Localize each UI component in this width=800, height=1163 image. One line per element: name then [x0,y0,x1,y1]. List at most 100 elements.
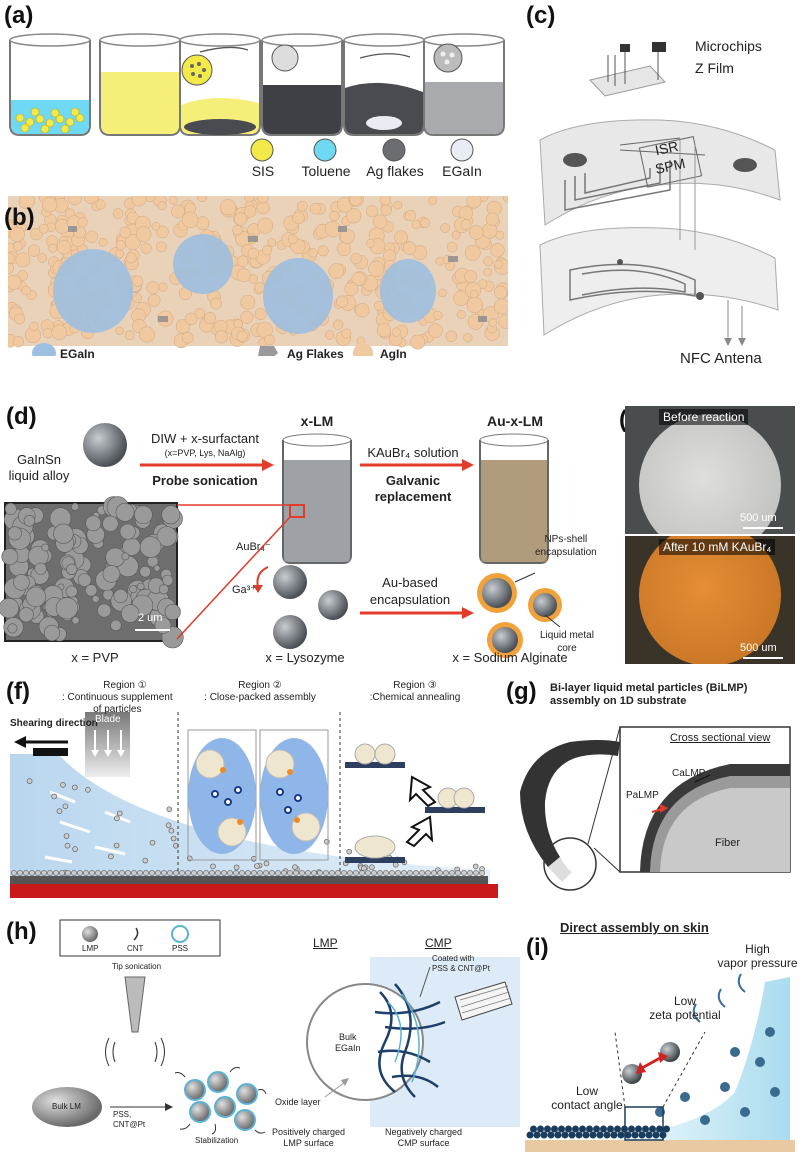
g-title: Bi-layer liquid metal particles (BiLMP) … [550,682,748,707]
step2-top-label: KAuBr₄ solution [367,445,459,460]
legend-egain-swatch [450,138,474,162]
calmp-label: CaLMP [672,768,706,779]
beaker-3 [179,33,261,136]
panel-c-label: (c) [526,2,556,29]
beaker-5 [343,33,425,136]
region2-desc: : Close-packed assembly [204,692,316,703]
legend-toluene-label: Toluene [301,163,351,179]
beaker-1 [9,33,91,136]
stabilization-label: Stabilization [195,1136,239,1145]
particle-composite-render [8,196,508,356]
legend-pss-text: PSS [172,944,189,953]
legend-egain-icon [32,343,56,356]
legend-toluene-swatch [313,138,337,162]
panel-a-label: (a) [4,2,34,29]
cross-sectional-label: Cross sectional view [670,732,771,744]
before-label: Before reaction [659,409,749,425]
sem-scale-label: 2 um [138,612,163,624]
vapor-pressure-label: High vapor pressure [717,942,798,970]
panel-h-label: (h) [6,918,37,945]
coated-label: Coated with PSS & CNT@Pt [432,954,490,973]
microchip-1 [620,44,630,52]
panel-b: (b) EGaIn Ag Flakes AgIn [0,190,520,380]
region1-title: Region ① [103,680,147,691]
shell-label: NPs-shell encapsulation [535,534,597,558]
lmp-heading: LMP [313,936,338,950]
zeta-potential-label: Low zeta potential [649,994,721,1022]
region3-desc: :Chemical annealing [369,692,461,703]
legend-agin-icon [353,343,373,356]
before-scale-label: 500 um [740,512,777,524]
skin-assembly-schematic [525,973,795,1152]
legend-agflakes-swatch [382,138,406,162]
i-title: Direct assembly on skin [560,920,709,935]
legend-lmp-text: LMP [82,944,99,953]
beaker-4 [261,33,343,136]
zfilm-label: Z Film [695,60,734,76]
aulm-label: Au-x-LM [487,413,543,429]
microchip-2 [652,42,666,52]
panel-d: (d) [0,395,600,670]
core-label: Liquid metal core [540,630,594,654]
galvanic-replacement-schematic [0,423,562,658]
nfc-antenna-label: NFC Antena [680,350,762,367]
beaker-sequence [9,33,505,162]
panel-h: (h) [0,912,520,1163]
panel-g-label: (g) [506,678,537,705]
beaker-6 [423,33,505,136]
panel-d-label: (d) [6,403,37,430]
optical-after [625,536,795,664]
aubr4-label: AuBr₄⁻ [236,541,271,553]
palmp-label: PaLMP [626,790,659,801]
region1-desc: : Continuous supplement of particles [62,692,173,715]
fiber-label: Fiber [715,837,741,849]
panel-i-label: (i) [526,934,549,961]
shear-direction-label: Shearing direction [10,718,98,729]
microchips-label: Microchips [695,38,762,54]
oxide-layer-label: Oxide layer [275,1097,321,1107]
liquid-alloy-sphere [83,423,127,467]
contact-angle-label: Low contact angle [551,1084,623,1112]
cmp-heading: CMP [425,936,452,950]
reagents-label: PSS, CNT@Pt [113,1110,146,1129]
panel-e: (e) Before reaction After 10 mM KAuBr₄ 5… [619,400,795,665]
stabilized-particles [174,1067,267,1135]
lmp-cmp-schematic [32,919,520,1135]
positive-surface-label: Positively charged LMP surface [272,1127,346,1148]
legend-sis-swatch [250,138,274,162]
encaps-bottom-label: encapsulation [369,592,451,607]
x-na-label: x = Sodium Alginate [452,650,568,665]
panel-b-label: (b) [4,204,35,231]
panel-f-label: (f) [6,678,30,705]
negative-surface-label: Negatively charged CMP surface [385,1127,463,1148]
x-pvp-label: x = PVP [71,650,119,665]
legend-agflakes-label: Ag flakes [366,163,424,179]
panel-g: (g) Bi-layer liquid metal particles (BiL… [500,672,800,910]
after-scale-label: 500 um [740,642,777,654]
step1-sub-label: (x=PVP, Lys, NaAlg) [164,448,246,458]
legend-agflakes-icon [258,346,278,356]
au-encapsulated-particles [477,573,562,658]
legend-cnt-text: CNT [127,944,144,953]
region2-title: Region ② [238,680,282,691]
legend-egain-label: EGaIn [442,163,482,179]
legend-egain-text: EGaIn [60,347,95,361]
beaker-2 [99,33,181,136]
step2-bottom-label: Galvanic replacement [374,473,452,504]
legend-sis-label: SIS [251,163,275,179]
blade-label: Blade [95,714,121,725]
x-lys-label: x = Lysozyme [265,650,345,665]
bulk-egain-label: Bulk EGaIn [335,1032,361,1053]
panel-c: (c) Microchips Z Film ISR SPM NFC Antena [520,0,800,380]
encaps-top-label: Au-based [382,575,438,590]
bilayer-fiber-schematic [520,726,791,891]
panel-i: (i) Direct assembly on skin High vapor p… [520,912,800,1163]
cnt-tube-icon [454,981,513,1021]
legend-agin-text: AgIn [380,347,407,361]
step1-bottom-label: Probe sonication [152,473,258,488]
optical-before [625,406,795,534]
nfc-device-exploded [539,42,781,346]
region3-title: Region ③ [393,680,437,691]
alloy-label: GaInSn liquid alloy [8,452,70,483]
bulk-lm-label: Bulk LM [52,1102,81,1111]
